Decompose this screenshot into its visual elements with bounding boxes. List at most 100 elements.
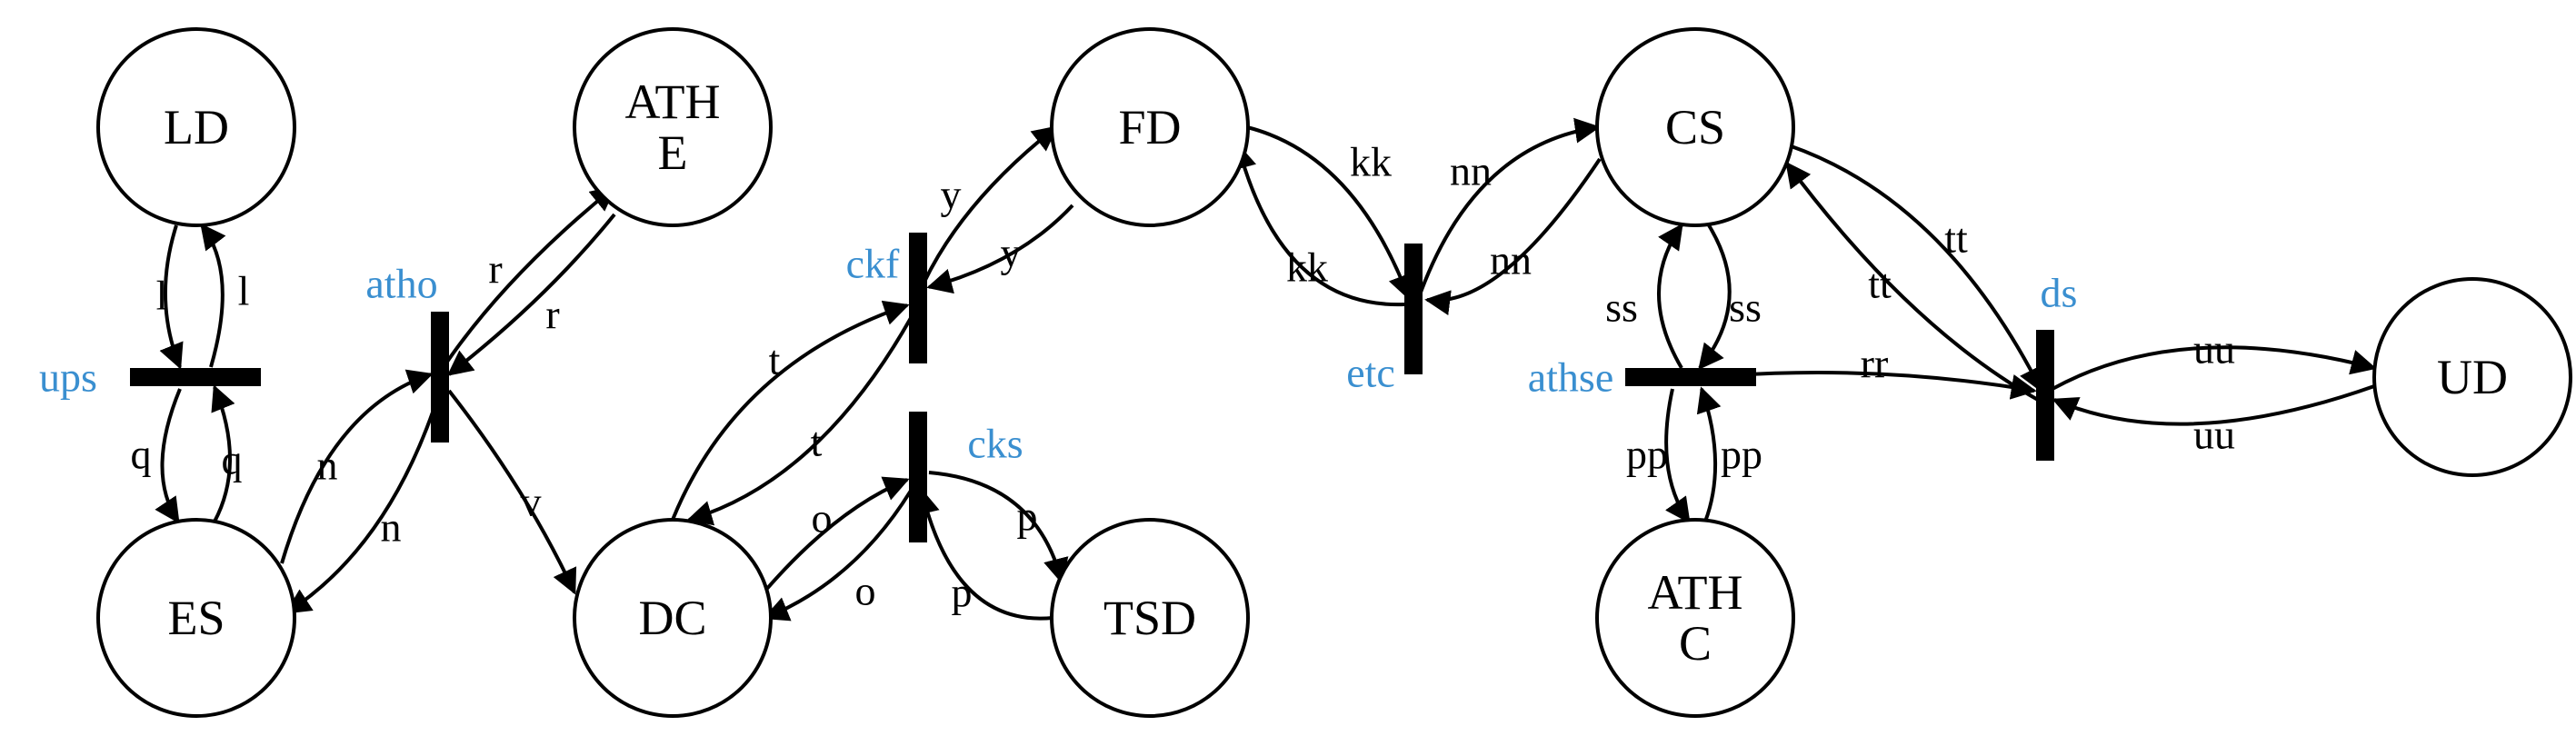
- arc-dc-to-cks: [764, 476, 910, 592]
- arc-label-ds-to-cs: tt: [1868, 261, 1892, 307]
- place-es-label: ES: [167, 591, 225, 645]
- arc-tsd-to-cks: [914, 488, 1053, 621]
- place-fd-circle: [1050, 27, 1250, 227]
- transition-athse-label: athse: [1528, 354, 1614, 401]
- arc-label-dc-to-cks: o: [812, 495, 833, 542]
- arc-athe-to-atho: [446, 213, 616, 376]
- arc-label-athse-to-cs: ss: [1729, 284, 1762, 331]
- transition-athse-bar: [1625, 368, 1756, 386]
- place-es: ES: [96, 518, 296, 718]
- arc-label-athc-to-athse: pp: [1721, 432, 1762, 478]
- transition-cks: cks: [909, 412, 1023, 542]
- arc-atho-to-es: [285, 390, 442, 614]
- arc-label-cks-to-tsd: p: [1017, 493, 1038, 540]
- transition-ups-label: ups: [39, 354, 97, 401]
- transition-atho: atho: [365, 261, 449, 443]
- place-ld: LD: [96, 27, 296, 227]
- arc-label-ld-to-ups: l: [238, 268, 250, 314]
- arc-label-fd-to-ckf: y: [1001, 230, 1022, 276]
- arc-label-etc-to-cs: nn: [1450, 148, 1492, 194]
- arc-label-dc-to-ckf: t: [769, 337, 781, 383]
- transition-ds-label: ds: [2041, 270, 2078, 316]
- arc-label-es-to-atho: n: [317, 443, 338, 489]
- transition-etc-bar: [1404, 244, 1423, 374]
- transition-ckf: ckf: [846, 233, 927, 363]
- transition-atho-label: atho: [365, 261, 437, 307]
- transition-ups: ups: [39, 354, 261, 401]
- arc-label-cs-to-etc: nn: [1490, 237, 1532, 283]
- arc-label-ds-to-ud: uu: [2193, 326, 2235, 373]
- transition-athse: athse: [1528, 354, 1756, 401]
- place-athc-circle: [1595, 518, 1795, 718]
- arc-label-athse-to-ds: rr: [1861, 341, 1889, 387]
- arc-ckf-to-fd: [922, 125, 1059, 284]
- transition-ckf-label: ckf: [846, 241, 900, 287]
- arc-etc-to-fd: [1231, 143, 1405, 307]
- arc-cks-to-tsd: [928, 471, 1069, 584]
- arc-cks-to-dc: [763, 489, 913, 622]
- place-tsd-circle: [1050, 518, 1250, 718]
- arc-label-athse-to-athc: pp: [1626, 432, 1668, 478]
- arc-es-to-ups: [211, 384, 235, 522]
- arc-label-fd-to-etc: kk: [1350, 139, 1392, 185]
- arc-label-cs-to-ds: tt: [1944, 215, 1968, 262]
- arc-label-ckf-to-dc: t: [811, 419, 823, 465]
- arc-label-etc-to-fd: kk: [1286, 244, 1328, 291]
- place-dc-label: DC: [638, 591, 706, 645]
- arc-label-atho-to-dc: v: [521, 479, 542, 525]
- place-es-circle: [96, 518, 296, 718]
- arc-ld-to-ups: [200, 223, 226, 368]
- place-cs: CS: [1595, 27, 1795, 227]
- arc-label-ups-to-es: q: [131, 432, 152, 478]
- place-dc-circle: [573, 518, 773, 718]
- arc-etc-to-cs: [1416, 117, 1601, 301]
- arc-label-cks-to-dc: o: [855, 568, 876, 614]
- place-tsd: TSD: [1050, 518, 1250, 718]
- arc-es-to-atho: [280, 369, 434, 564]
- place-tsd-label: TSD: [1103, 591, 1196, 645]
- arc-label-ups-to-ld: l: [156, 273, 168, 319]
- place-athe-circle: [573, 27, 773, 227]
- transitions: ups atho ckf cks etc athse ds: [39, 233, 2077, 542]
- arc-cs-to-athse: [1657, 223, 1683, 370]
- transition-cks-bar: [909, 412, 927, 542]
- place-cs-label: CS: [1665, 100, 1725, 154]
- arc-athse-to-athc: [1664, 388, 1691, 524]
- arc-fd-to-etc: [1246, 125, 1413, 301]
- place-cs-circle: [1595, 27, 1795, 227]
- arc-ud-to-ds: [2052, 384, 2375, 426]
- place-ud: UD: [2372, 277, 2572, 477]
- place-athc-label: C: [1679, 616, 1712, 671]
- arc-ds-to-ud: [2052, 345, 2377, 391]
- transition-ds: ds: [2036, 270, 2078, 461]
- arc-cs-to-ds: [1788, 144, 2043, 393]
- arc-label-atho-to-es: n: [381, 504, 402, 551]
- transition-ups-bar: [130, 368, 261, 386]
- arc-athse-to-cs: [1698, 224, 1732, 371]
- transition-etc-label: etc: [1346, 350, 1395, 396]
- arc-atho-to-dc: [447, 389, 577, 595]
- arc-label-tsd-to-cks: p: [952, 570, 973, 616]
- place-ld-circle: [96, 27, 296, 227]
- place-fd-label: FD: [1118, 100, 1181, 154]
- place-athe-label: E: [658, 125, 688, 180]
- arc-label-ud-to-ds: uu: [2193, 412, 2235, 458]
- place-athe-label: ATH: [625, 75, 721, 129]
- arc-dc-to-ckf: [671, 300, 910, 521]
- arc-label-es-to-ups: q: [222, 437, 243, 483]
- arc-label-cs-to-athse: ss: [1605, 284, 1638, 331]
- place-dc: DC: [573, 518, 773, 718]
- arc-cs-to-etc: [1424, 157, 1602, 315]
- arc-label-atho-to-athe: r: [488, 246, 502, 293]
- transition-ckf-bar: [909, 233, 927, 363]
- arc-athc-to-athse: [1696, 386, 1722, 522]
- transition-cks-label: cks: [967, 421, 1023, 467]
- arc-label-athe-to-atho: r: [545, 292, 559, 338]
- arcs: [155, 117, 2377, 622]
- arc-ups-to-es: [155, 388, 182, 524]
